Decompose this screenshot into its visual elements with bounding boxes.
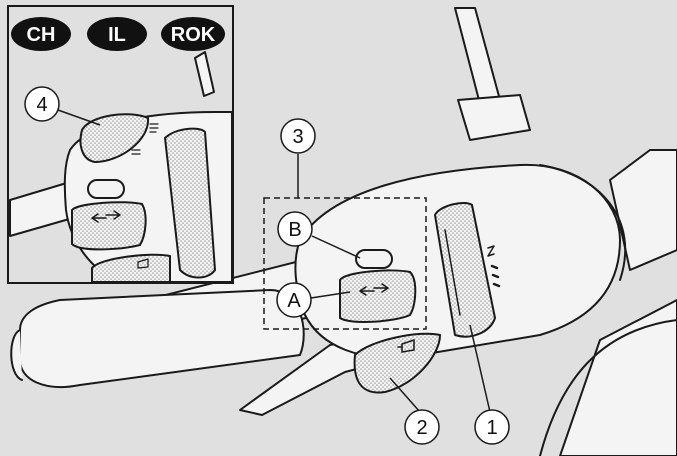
callout-1-label: 1 bbox=[486, 417, 497, 439]
dimmer-switch bbox=[356, 250, 392, 268]
callout-3: 3 bbox=[281, 119, 315, 153]
turn-signal-switch bbox=[340, 270, 415, 322]
callout-b-label: B bbox=[288, 219, 301, 241]
callout-4-label: 4 bbox=[36, 94, 47, 116]
country-badge-rok: ROK bbox=[161, 17, 225, 51]
callout-b: B bbox=[278, 212, 312, 246]
inset-panel: CH IL ROK 4 bbox=[8, 6, 233, 283]
country-badge-rok-label: ROK bbox=[171, 24, 216, 46]
inset-dimmer-switch bbox=[88, 180, 124, 198]
callout-a-label: A bbox=[287, 290, 301, 312]
country-badge-ch: CH bbox=[11, 17, 71, 51]
country-badge-il: IL bbox=[87, 17, 147, 51]
callout-4: 4 bbox=[25, 87, 59, 121]
callout-2-label: 2 bbox=[416, 417, 427, 439]
inset-turn-signal-switch bbox=[72, 202, 146, 249]
country-badge-il-label: IL bbox=[108, 24, 126, 46]
callout-3-label: 3 bbox=[292, 126, 303, 148]
callout-2: 2 bbox=[405, 410, 439, 444]
country-badge-ch-label: CH bbox=[27, 24, 56, 46]
callout-a: A bbox=[277, 283, 311, 317]
callout-1: 1 bbox=[475, 410, 509, 444]
